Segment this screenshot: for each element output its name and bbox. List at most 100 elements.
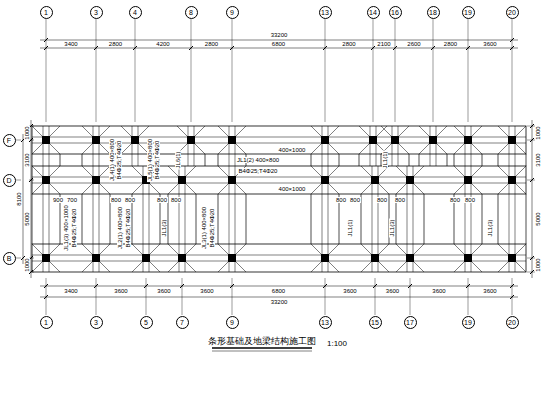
column (321, 254, 329, 262)
beam-label: JL1(3) 400×1000 (63, 204, 69, 252)
beam-label: JL4(1) 400×800 (109, 138, 115, 182)
axis-bubble: 13 (319, 6, 332, 19)
axis-number: B (7, 255, 12, 262)
plan-line (82, 144, 92, 154)
axis-bubble: 5 (140, 316, 153, 329)
axis-bubble: 9 (226, 6, 239, 19)
plan-line (32, 166, 42, 176)
plan-line (498, 262, 508, 272)
plan-line (437, 126, 447, 136)
axis-number: 20 (508, 319, 516, 326)
plan-line (377, 126, 387, 136)
plan-line (121, 126, 131, 136)
footing-dimension: 800 (394, 197, 406, 203)
plan-line (138, 126, 139, 166)
plan-line (32, 244, 42, 254)
column (321, 176, 329, 184)
footing-dimension: 700 (66, 197, 78, 203)
plan-line (132, 166, 142, 176)
plan-line (44, 295, 48, 299)
plan-line (188, 126, 189, 166)
beam-label: B4Φ25;T4Φ20 (125, 208, 131, 249)
column (228, 176, 236, 184)
plan-line (311, 166, 321, 176)
dimension-text: 2100 (376, 41, 391, 47)
column (142, 254, 150, 262)
plan-line (472, 126, 482, 136)
plan-line (361, 262, 371, 272)
beam-label: JL6(1) (175, 150, 181, 169)
plan-line (339, 154, 340, 166)
beam-label: JL1(3) (389, 218, 395, 237)
dimension-text: 5000 (24, 211, 30, 226)
plan-line (236, 262, 246, 272)
axis-bubble: 14 (367, 6, 380, 19)
beam-label: B4Φ25;T4Φ20 (209, 208, 215, 249)
plan-line (150, 244, 160, 254)
axis-number: 18 (429, 9, 437, 16)
column (508, 176, 516, 184)
axis-number: F (7, 137, 11, 144)
dimension-text: 33200 (270, 32, 289, 38)
plan-line (498, 126, 508, 136)
dimension-text: 2600 (406, 41, 421, 47)
plan-line (132, 244, 142, 254)
plan-line (510, 295, 514, 299)
beam-label: JL5(1) 400×800 (147, 138, 153, 182)
axis-number: 16 (391, 9, 399, 16)
plan-line (454, 144, 464, 154)
plan-line (212, 351, 312, 352)
plan-line (44, 38, 48, 42)
dimension-text: 2800 (108, 41, 123, 47)
plan-line (50, 262, 60, 272)
axis-number: 1 (44, 9, 48, 16)
footing-dimension: 800 (335, 197, 347, 203)
plan-line (498, 184, 508, 194)
plan-line (468, 19, 469, 122)
plan-line (32, 261, 526, 262)
beam-label: JL3(1) 400×800 (201, 206, 207, 250)
column (464, 136, 472, 144)
column (92, 254, 100, 262)
column (371, 254, 379, 262)
plan-line (329, 126, 339, 136)
plan-line (196, 194, 197, 244)
plan-line (32, 126, 42, 136)
axis-number: 9 (230, 9, 234, 16)
column (321, 136, 329, 144)
dimension-text: 4200 (155, 41, 170, 47)
plan-line (359, 144, 369, 154)
plan-line (229, 126, 230, 166)
strip-footing (32, 126, 526, 154)
column (371, 176, 379, 184)
plan-line (186, 244, 196, 254)
beam-label: JL1(3) (487, 218, 493, 237)
plan-line (396, 184, 406, 194)
beam-label: B4Φ25;T4Φ20 (238, 168, 279, 174)
plan-line (311, 244, 321, 254)
column (42, 176, 50, 184)
column (464, 176, 472, 184)
column (464, 254, 472, 262)
plan-line (246, 194, 247, 244)
plan-line (32, 177, 526, 178)
plan-line (398, 126, 399, 166)
plan-line (99, 126, 100, 166)
plan-line (93, 126, 94, 166)
plan-line (32, 184, 42, 194)
plan-line (218, 194, 219, 244)
axis-bubble: B (3, 252, 16, 265)
plan-line (527, 272, 535, 273)
axis-number: D (6, 177, 11, 184)
plan-line (311, 154, 312, 166)
plan-line (433, 19, 434, 122)
plan-lines (16, 19, 535, 351)
plan-line (236, 144, 246, 154)
plan-line (186, 262, 196, 272)
plan-line (100, 262, 110, 272)
plan-line (82, 126, 92, 136)
plan-line (168, 244, 178, 254)
dimension-text: 3600 (431, 288, 446, 294)
plan-line (311, 184, 321, 194)
